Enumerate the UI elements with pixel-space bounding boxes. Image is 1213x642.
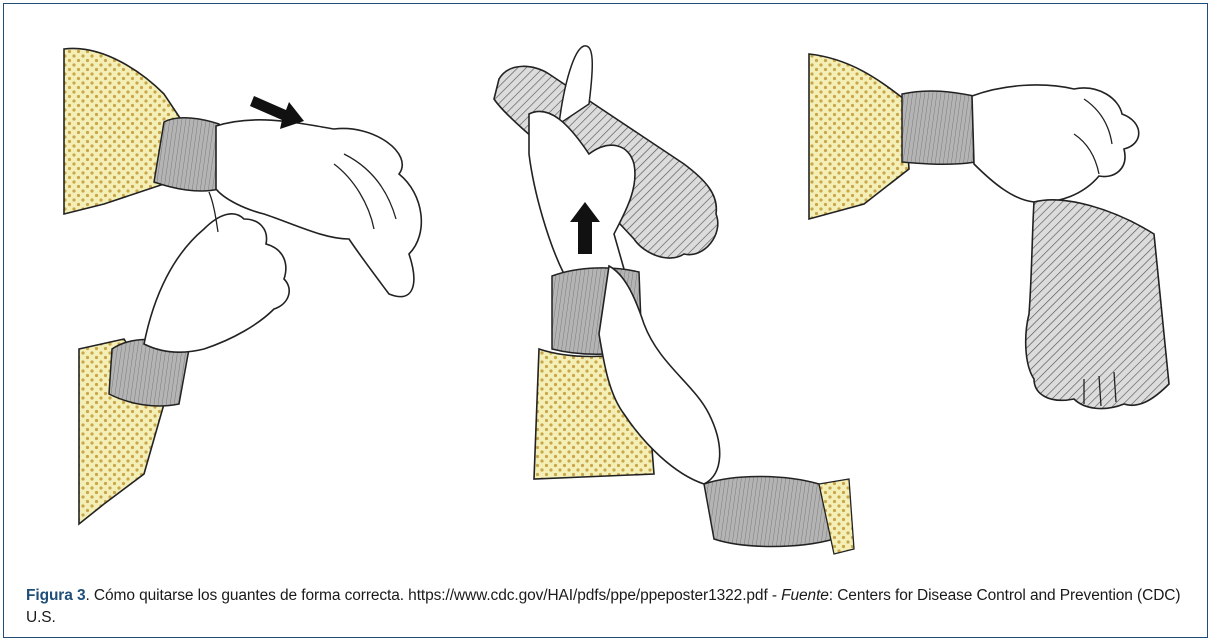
figure-label: Figura 3: [26, 587, 86, 604]
source-label: Fuente: [781, 587, 829, 604]
panel-step-3: [809, 54, 1169, 409]
bare-hand: [972, 85, 1139, 202]
panel-step-1: [64, 48, 421, 524]
figure-frame: Figura 3. Cómo quitarse los guantes de f…: [3, 3, 1208, 638]
caption-text: Cómo quitarse los guantes de forma corre…: [94, 587, 781, 604]
sleeve-step-3: [809, 54, 909, 219]
cuff-step-3: [902, 91, 976, 164]
glove-removal-illustration: [4, 4, 1209, 579]
caption-separator: .: [86, 587, 94, 604]
gloved-hand-lower: [144, 214, 289, 352]
panel-step-2: [494, 46, 854, 554]
dangling-glove: [1026, 200, 1169, 409]
cuff-lower-2: [704, 477, 834, 547]
upper-cuff: [154, 118, 219, 191]
figure-caption: Figura 3. Cómo quitarse los guantes de f…: [26, 585, 1196, 629]
